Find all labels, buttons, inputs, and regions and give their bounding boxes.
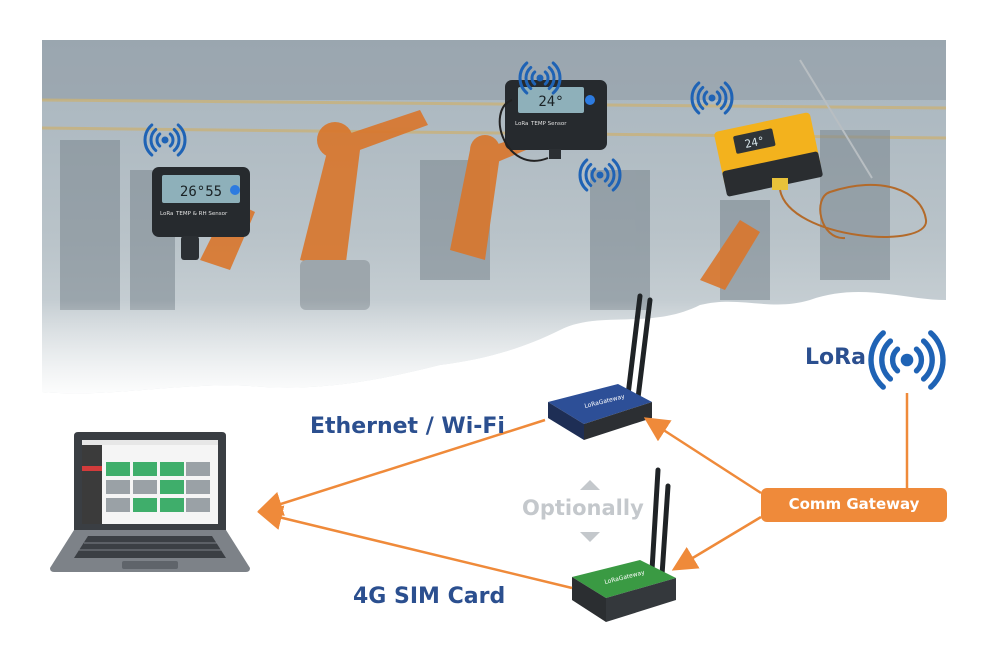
sensor-2-reading: 24°	[538, 94, 563, 110]
thermocouple-sensor: 24°	[714, 59, 928, 240]
router-icon-blue-gateway: LoRaGateway	[548, 293, 653, 440]
laptop-icon	[50, 432, 250, 572]
temp-rh-sensor: 26°55 LoRa TEMP & RH Sensor	[152, 167, 250, 260]
sensor-1-brand: LoRa	[160, 211, 173, 217]
sensor-1-model: TEMP & RH Sensor	[175, 211, 228, 217]
arrow-comm-to-green-gateway	[671, 515, 762, 571]
sensor-2-brand: LoRa	[515, 121, 528, 127]
arrow-gateway-to-laptop-ethernet	[257, 418, 546, 516]
wireless-signal-icon-sensor-2-top	[518, 61, 562, 95]
arrow-lines	[257, 393, 909, 590]
ethernet-wifi-label: Ethernet / Wi-Fi	[310, 414, 505, 439]
factory-background	[42, 40, 946, 394]
arrow-gateway-to-laptop-4g	[257, 505, 573, 590]
arrow-comm-to-blue-gateway	[643, 417, 762, 495]
wireless-signal-icon-lora	[868, 330, 946, 390]
sensor-3-reading: 24°	[744, 134, 766, 151]
comm-gateway-label: Comm Gateway	[788, 495, 920, 513]
optionally-label: Optionally	[522, 496, 644, 520]
sensor-2-model: TEMP Sensor	[530, 121, 567, 127]
temp-sensor: 24° LoRa TEMP Sensor	[498, 80, 607, 162]
wireless-signal-icon-sensor-2	[578, 158, 622, 192]
optionally-double-arrow	[580, 480, 600, 542]
wireless-signal-icon-sensor-3	[690, 81, 734, 115]
sim-card-label: 4G SIM Card	[353, 584, 506, 609]
sensor-1-reading: 26°55	[180, 184, 222, 200]
lora-label: LoRa	[805, 345, 866, 370]
router-icon-green-gateway: LoRaGateway	[572, 467, 676, 622]
comm-gateway-box: Comm Gateway	[761, 488, 947, 522]
wireless-signal-icon-sensor-1	[143, 123, 187, 157]
